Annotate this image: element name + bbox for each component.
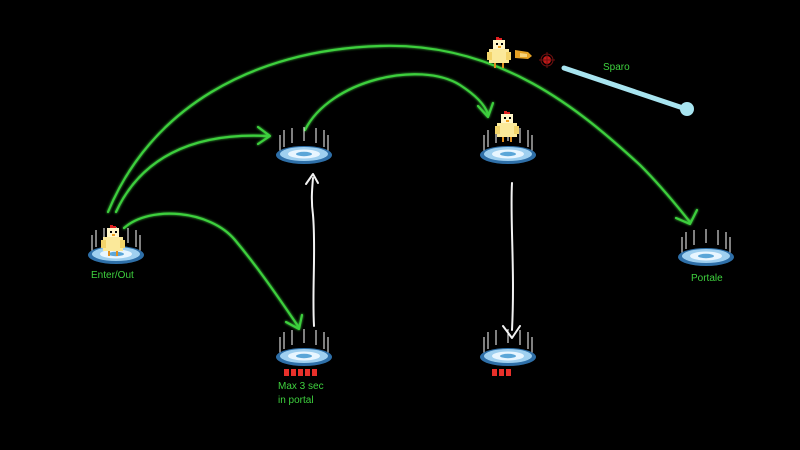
arrow-enter-to-portale-head [674,208,699,226]
chicken-icon [495,111,519,142]
label-max-3-sec: Max 3 sec [278,381,324,392]
portal-icon [276,329,332,366]
sparo-beam [561,65,694,116]
timer-block [492,369,497,376]
arrow-top-left-to-top-right-head [476,101,495,119]
arrow-enter-to-bottom-left-head [284,313,304,331]
label-enter-out: Enter/Out [91,270,134,281]
timer-block [291,369,296,376]
timer-block [305,369,310,376]
arrow-top-right-to-bottom-right-head [502,325,521,339]
arrow-bottom-left-to-top-left-head [305,173,319,185]
timer-block [284,369,289,376]
crosshair-icon [539,52,555,68]
arrow-enter-to-bottom-left [122,212,300,328]
portal-icon [678,229,734,266]
timer-block [312,369,317,376]
label-in-portal: in portal [278,395,314,406]
label-sparo: Sparo [603,62,630,73]
bullet-icon [515,50,532,59]
timer-block [298,369,303,376]
arrow-enter-to-top-left-head [256,125,272,146]
arrow-top-right-to-bottom-right [510,182,514,331]
chicken-icon [101,225,125,256]
timer-block [499,369,504,376]
label-portale: Portale [691,273,723,284]
portal-icon [480,127,536,164]
arrow-enter-to-top-left [114,134,270,214]
arrow-top-left-to-top-right [303,73,490,132]
timer-blocks-left [284,369,317,376]
timer-blocks-right [492,369,511,376]
chicken-icon [487,37,511,68]
arrow-bottom-left-to-top-left [310,177,316,327]
timer-block [506,369,511,376]
portal-icon [480,329,536,366]
arrow-enter-to-portale [106,44,692,224]
portal-icon [276,127,332,164]
